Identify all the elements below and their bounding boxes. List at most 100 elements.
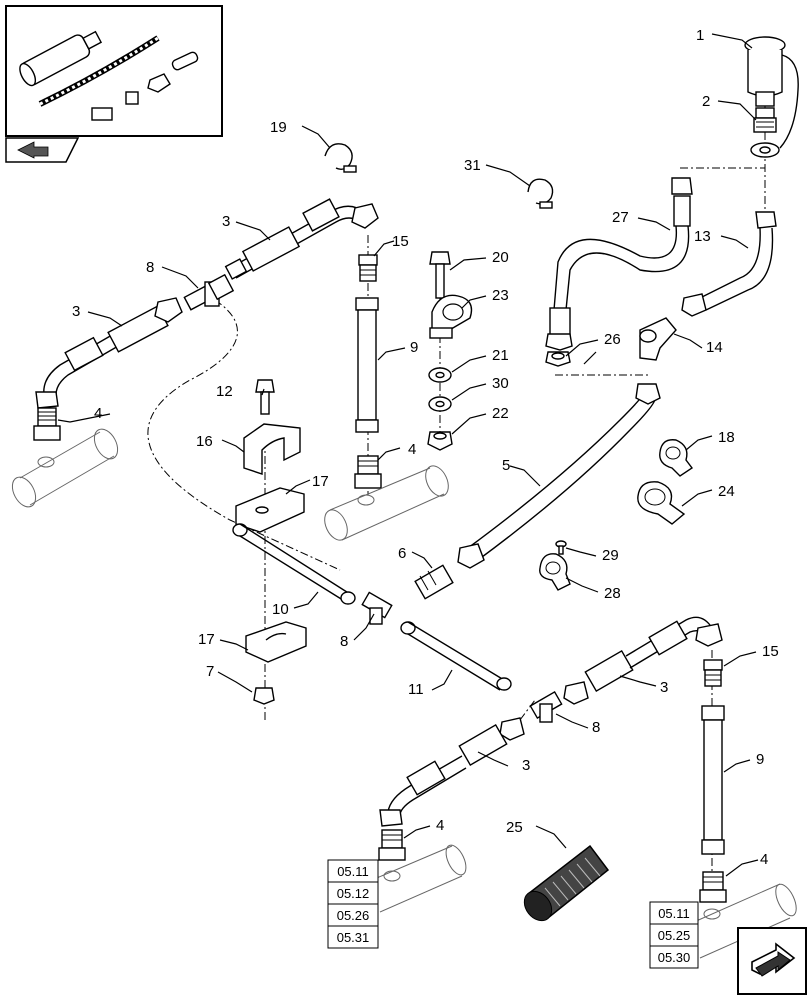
overview-thumbnail[interactable] <box>5 5 223 137</box>
ghost-cylinder-left <box>11 428 119 508</box>
callout-labels: 1 2 19 31 27 13 3 15 20 8 23 3 26 9 14 2… <box>72 27 779 868</box>
ref-left-3[interactable]: 05.31 <box>337 930 370 945</box>
label-9a: 9 <box>410 339 418 356</box>
label-1: 1 <box>696 27 704 44</box>
ghost-cylinder-middle <box>324 465 449 541</box>
label-4a: 4 <box>94 405 102 422</box>
hose-3-lower-right <box>563 616 723 705</box>
fitting-4-middle <box>354 455 382 489</box>
label-20: 20 <box>492 249 509 266</box>
label-11: 11 <box>408 681 424 698</box>
tee-fitting-8-middle <box>361 591 393 625</box>
label-15a: 15 <box>392 233 409 250</box>
label-26: 26 <box>604 331 621 348</box>
label-27: 27 <box>612 209 629 226</box>
ref-right-0[interactable]: 05.11 <box>658 906 690 921</box>
bracket-16 <box>243 423 301 475</box>
label-5: 5 <box>502 457 510 474</box>
block-17-upper <box>235 487 305 533</box>
label-15b: 15 <box>762 643 779 660</box>
label-3c: 3 <box>660 679 668 696</box>
label-25: 25 <box>506 819 523 836</box>
label-21: 21 <box>492 347 509 364</box>
clamp-28 <box>539 553 571 591</box>
label-17b: 17 <box>198 631 215 648</box>
fitting-4-lower-right <box>699 871 727 903</box>
label-17a: 17 <box>312 473 329 490</box>
nut-22 <box>427 431 453 451</box>
label-16: 16 <box>196 433 213 450</box>
label-8a: 8 <box>146 259 154 276</box>
label-23: 23 <box>492 287 509 304</box>
reservoir-1 <box>744 36 799 149</box>
hose-3-left <box>35 297 183 409</box>
fitting-4-lower-left <box>378 829 406 861</box>
label-22: 22 <box>492 405 509 422</box>
hose-3-upper <box>224 198 379 280</box>
label-9b: 9 <box>756 751 764 768</box>
tube-9-middle <box>355 297 379 433</box>
washer-21 <box>428 367 452 383</box>
label-3b: 3 <box>72 303 80 320</box>
ghost-cylinder-lower-left <box>371 844 467 913</box>
tube-11 <box>400 621 512 691</box>
fitting-6 <box>414 564 454 600</box>
label-30: 30 <box>492 375 509 392</box>
label-4c: 4 <box>436 817 444 834</box>
hose-13 <box>681 211 777 317</box>
label-29: 29 <box>602 547 619 564</box>
clip-19 <box>324 143 357 173</box>
ref-left-2[interactable]: 05.26 <box>337 908 370 923</box>
reference-box-right: 05.11 05.25 05.30 <box>649 901 699 969</box>
label-3a: 3 <box>222 213 230 230</box>
washer-30 <box>428 396 452 412</box>
label-8c: 8 <box>592 719 600 736</box>
fitting-2 <box>750 107 780 158</box>
bolt-20 <box>429 251 451 299</box>
center-lines <box>147 100 766 900</box>
elbow-14 <box>639 317 677 361</box>
bolt-12 <box>255 379 275 415</box>
back-arrow-icon[interactable] <box>5 137 80 163</box>
label-3d: 3 <box>522 757 530 774</box>
clamp-23 <box>429 294 473 339</box>
hose-27 <box>545 177 693 351</box>
block-17-lower <box>245 621 307 663</box>
tee-fitting-8-lower <box>529 690 563 723</box>
label-4d: 4 <box>760 851 768 868</box>
leader-lines <box>57 33 759 877</box>
label-4b: 4 <box>408 441 416 458</box>
reference-box-left: 05.11 05.12 05.26 05.31 <box>327 859 379 949</box>
next-page-arrow-icon[interactable] <box>737 927 807 995</box>
label-13: 13 <box>694 228 711 245</box>
label-2: 2 <box>702 93 710 110</box>
ref-right-2[interactable]: 05.30 <box>658 950 691 965</box>
ref-left-1[interactable]: 05.12 <box>337 886 370 901</box>
ref-left-0[interactable]: 05.11 <box>337 864 369 879</box>
label-14: 14 <box>706 339 723 356</box>
label-28: 28 <box>604 585 621 602</box>
tube-10 <box>232 523 356 605</box>
ref-right-1[interactable]: 05.25 <box>658 928 691 943</box>
tube-9-right <box>701 705 725 855</box>
label-8b: 8 <box>340 633 348 650</box>
label-31: 31 <box>464 157 481 174</box>
clamp-24 <box>637 481 686 525</box>
hose-5 <box>457 383 661 569</box>
fitting-4-left <box>33 407 61 441</box>
label-12: 12 <box>216 383 233 400</box>
clip-31 <box>527 178 554 209</box>
nut-26 <box>545 351 571 367</box>
label-18: 18 <box>718 429 735 446</box>
nut-7 <box>253 687 275 705</box>
sleeve-25 <box>523 844 610 922</box>
clamp-18 <box>659 439 694 477</box>
screw-29 <box>555 540 567 555</box>
label-6: 6 <box>398 545 406 562</box>
label-24: 24 <box>718 483 735 500</box>
label-7: 7 <box>206 663 214 680</box>
hose-3-lower-left <box>379 717 525 827</box>
fitting-15-middle <box>358 254 378 282</box>
tee-fitting-8-upper <box>183 273 235 311</box>
